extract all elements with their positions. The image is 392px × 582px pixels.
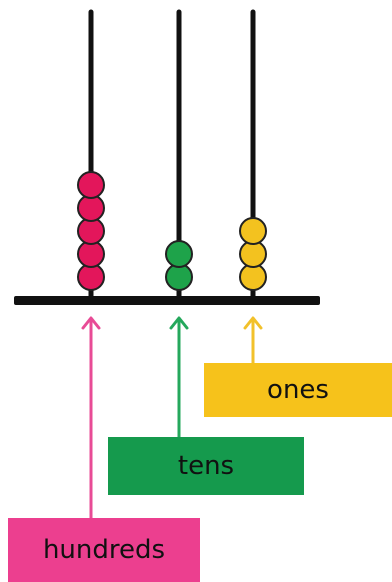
ones-label: ones bbox=[267, 375, 329, 405]
abacus-beads bbox=[77, 171, 267, 291]
abacus-base bbox=[14, 296, 320, 305]
hundreds-arrow bbox=[81, 316, 101, 518]
tens-bead bbox=[165, 240, 193, 268]
ones-label-box: ones bbox=[204, 363, 392, 417]
ones-arrow bbox=[243, 316, 263, 363]
hundreds-label-box: hundreds bbox=[8, 518, 200, 582]
tens-label: tens bbox=[177, 451, 235, 481]
hundreds-bead bbox=[77, 171, 105, 199]
tens-label-box: tens bbox=[108, 437, 304, 495]
tens-arrow bbox=[169, 316, 189, 437]
hundreds-label: hundreds bbox=[42, 535, 166, 565]
ones-bead bbox=[239, 217, 267, 245]
place-value-arrows bbox=[81, 316, 263, 518]
